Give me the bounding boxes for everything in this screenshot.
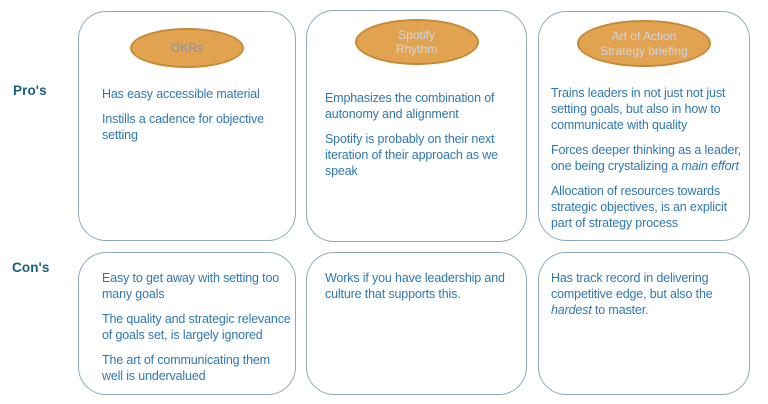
okrs-header-oval: OKRs xyxy=(130,28,244,68)
row-label-cons: Con's xyxy=(12,260,50,275)
cons-paragraph: The art of communicating them well is un… xyxy=(102,353,270,383)
spotify-rhythm-pros-text: Emphasizes the combination of autonomy a… xyxy=(307,90,526,179)
art-of-action-pros-text: Trains leaders in not just not just sett… xyxy=(539,85,749,231)
okrs-cons-panel: Easy to get away with setting too many g… xyxy=(78,252,296,395)
okrs-pros-panel: OKRs Has easy accessible material Instil… xyxy=(78,11,296,241)
art-of-action-cons-text: Has track record in delivering competiti… xyxy=(539,253,749,318)
art-of-action-cons-panel: Has track record in delivering competiti… xyxy=(538,252,750,395)
pros-paragraph: Has easy accessible material xyxy=(102,87,260,101)
okrs-pros-text: Has easy accessible material Instills a … xyxy=(79,86,295,143)
spotify-rhythm-title: Spotify Rhythm xyxy=(395,27,438,56)
pros-paragraph: Emphasizes the combination of autonomy a… xyxy=(325,91,495,121)
okrs-cons-text: Easy to get away with setting too many g… xyxy=(79,253,295,384)
pros-paragraph: Instills a cadence for objective setting xyxy=(102,112,264,142)
pros-paragraph: Spotify is probably on their next iterat… xyxy=(325,132,498,178)
art-of-action-pros-panel: Art of Action Strategy briefing Trains l… xyxy=(538,11,750,241)
cons-paragraph: Works if you have leadership and culture… xyxy=(325,271,505,301)
art-of-action-header-oval: Art of Action Strategy briefing xyxy=(577,20,711,67)
art-of-action-title: Art of Action Strategy briefing xyxy=(600,29,688,58)
spotify-rhythm-pros-panel: Spotify Rhythm Emphasizes the combinatio… xyxy=(306,10,527,242)
pros-paragraph: Forces deeper thinking as a leader, one … xyxy=(551,143,742,173)
okrs-title: OKRs xyxy=(170,40,203,55)
spotify-rhythm-header-oval: Spotify Rhythm xyxy=(354,19,479,65)
cons-paragraph: Easy to get away with setting too many g… xyxy=(102,271,280,301)
cons-paragraph: The quality and strategic relevance of g… xyxy=(102,312,291,342)
row-label-pros: Pro's xyxy=(13,83,47,98)
spotify-rhythm-cons-text: Works if you have leadership and culture… xyxy=(307,253,526,302)
spotify-rhythm-cons-panel: Works if you have leadership and culture… xyxy=(306,252,527,395)
pros-paragraph: Allocation of resources towards strategi… xyxy=(551,184,727,230)
cons-paragraph: Has track record in delivering competiti… xyxy=(551,271,713,317)
pros-paragraph: Trains leaders in not just not just sett… xyxy=(551,86,726,132)
